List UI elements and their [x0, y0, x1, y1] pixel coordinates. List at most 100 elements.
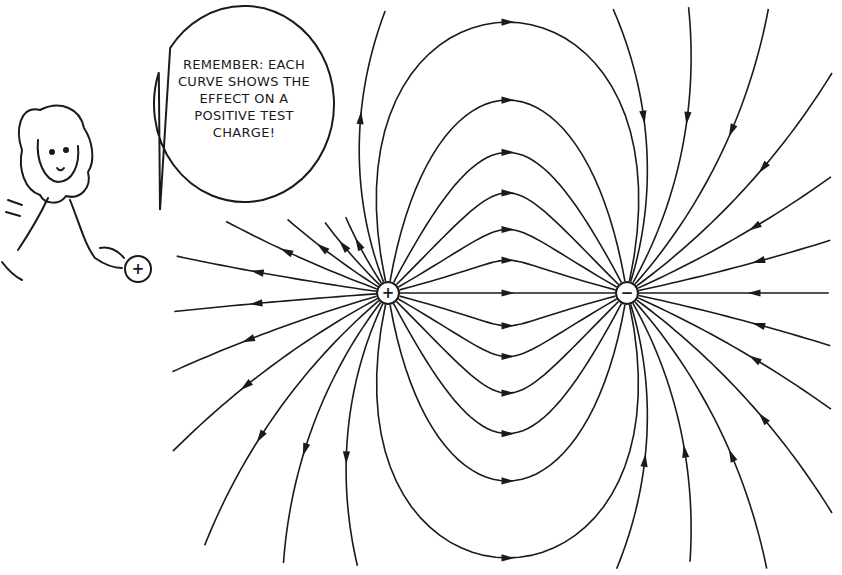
- field-line-path: [400, 296, 616, 326]
- field-line-path: [390, 100, 625, 281]
- arrowhead: [729, 123, 737, 136]
- arrowhead: [339, 241, 350, 253]
- field-line-path: [613, 9, 647, 282]
- field-line: [396, 301, 618, 396]
- arrowhead: [759, 413, 770, 425]
- field-line-path: [394, 152, 622, 282]
- arrowhead: [249, 299, 262, 306]
- arrowhead: [502, 96, 515, 103]
- arrowhead: [257, 430, 267, 443]
- arrowhead: [502, 390, 515, 397]
- field-line: [396, 189, 618, 284]
- field-line-path: [174, 294, 376, 312]
- field-line: [390, 96, 625, 281]
- negative-charge: −: [615, 281, 639, 305]
- arrowhead: [748, 289, 761, 296]
- arrowhead: [502, 289, 515, 296]
- bubble-text: REMEMBER: EACH CURVE SHOWS THE EFFECT ON…: [174, 56, 314, 141]
- arrowhead: [502, 226, 515, 233]
- charge-sign: −: [621, 286, 634, 301]
- positive-charge: +: [376, 281, 400, 305]
- arrowhead: [639, 110, 646, 123]
- field-line-path: [638, 298, 831, 409]
- arrowhead: [502, 18, 515, 25]
- field-line-path: [173, 299, 378, 452]
- field-line: [398, 299, 616, 360]
- field-line-path: [400, 260, 616, 290]
- field-line: [376, 18, 638, 281]
- field-line-path: [633, 303, 691, 561]
- field-line-path: [617, 304, 648, 568]
- woman-figure: [2, 106, 124, 280]
- field-line-path: [390, 305, 625, 481]
- face: [38, 140, 79, 182]
- arrowhead: [752, 256, 765, 263]
- arrowhead: [729, 449, 737, 462]
- test-charge: +: [124, 255, 152, 283]
- arrowhead: [749, 221, 762, 231]
- field-line-path: [283, 302, 380, 563]
- field-line-path: [398, 299, 616, 357]
- field-line-path: [639, 240, 831, 290]
- field-line: [400, 289, 616, 296]
- arrowhead: [343, 451, 350, 464]
- field-line-path: [638, 177, 831, 288]
- arrowhead: [752, 323, 765, 330]
- free-field-lines: [172, 7, 832, 569]
- arrowhead: [502, 353, 515, 360]
- field-line-path: [346, 304, 383, 566]
- arrowhead: [502, 149, 515, 156]
- field-line-path: [637, 300, 832, 513]
- field-line-path: [633, 7, 691, 283]
- arrowhead: [241, 379, 253, 390]
- charge-sign: +: [382, 286, 395, 301]
- field-line: [398, 226, 616, 287]
- arrowhead: [502, 189, 515, 196]
- field-line: [390, 305, 625, 485]
- arrowhead: [502, 430, 515, 437]
- field-line-path: [396, 193, 618, 285]
- hair: [19, 106, 92, 203]
- arrowhead: [502, 477, 515, 484]
- field-line-path: [346, 217, 382, 283]
- arrowhead: [251, 270, 264, 277]
- arrowhead: [356, 111, 363, 124]
- field-line: [394, 149, 622, 283]
- arrowhead: [355, 238, 364, 251]
- eye: [64, 148, 68, 152]
- arrowhead: [280, 249, 293, 258]
- field-line-path: [376, 22, 638, 281]
- field-line-path: [639, 295, 831, 345]
- speech-bubble: REMEMBER: EACH CURVE SHOWS THE EFFECT ON…: [152, 4, 336, 204]
- charge-sign: +: [132, 262, 145, 277]
- arrowhead: [749, 356, 762, 366]
- connectors: [376, 18, 638, 561]
- arrowhead: [684, 111, 691, 124]
- field-line-path: [394, 304, 622, 434]
- field-line-path: [177, 256, 376, 291]
- arrowhead: [682, 445, 689, 458]
- arrowhead: [640, 454, 647, 467]
- arrowhead: [303, 442, 310, 455]
- mouth: [57, 168, 64, 170]
- field-line: [400, 296, 616, 329]
- arrowhead: [759, 161, 770, 173]
- arrowhead: [502, 554, 515, 561]
- hand: [100, 247, 124, 258]
- eye: [50, 150, 54, 154]
- field-line-path: [359, 11, 385, 282]
- field-line-path: [205, 301, 379, 546]
- field-line-path: [396, 301, 618, 393]
- field-line: [377, 305, 639, 562]
- arrowhead: [502, 322, 515, 329]
- field-line: [400, 257, 616, 290]
- arm: [70, 200, 122, 268]
- arrowhead: [317, 244, 330, 255]
- field-line-path: [637, 73, 832, 286]
- field-line-path: [172, 296, 376, 371]
- motion-mark: [2, 262, 22, 280]
- field-line-path: [635, 302, 767, 569]
